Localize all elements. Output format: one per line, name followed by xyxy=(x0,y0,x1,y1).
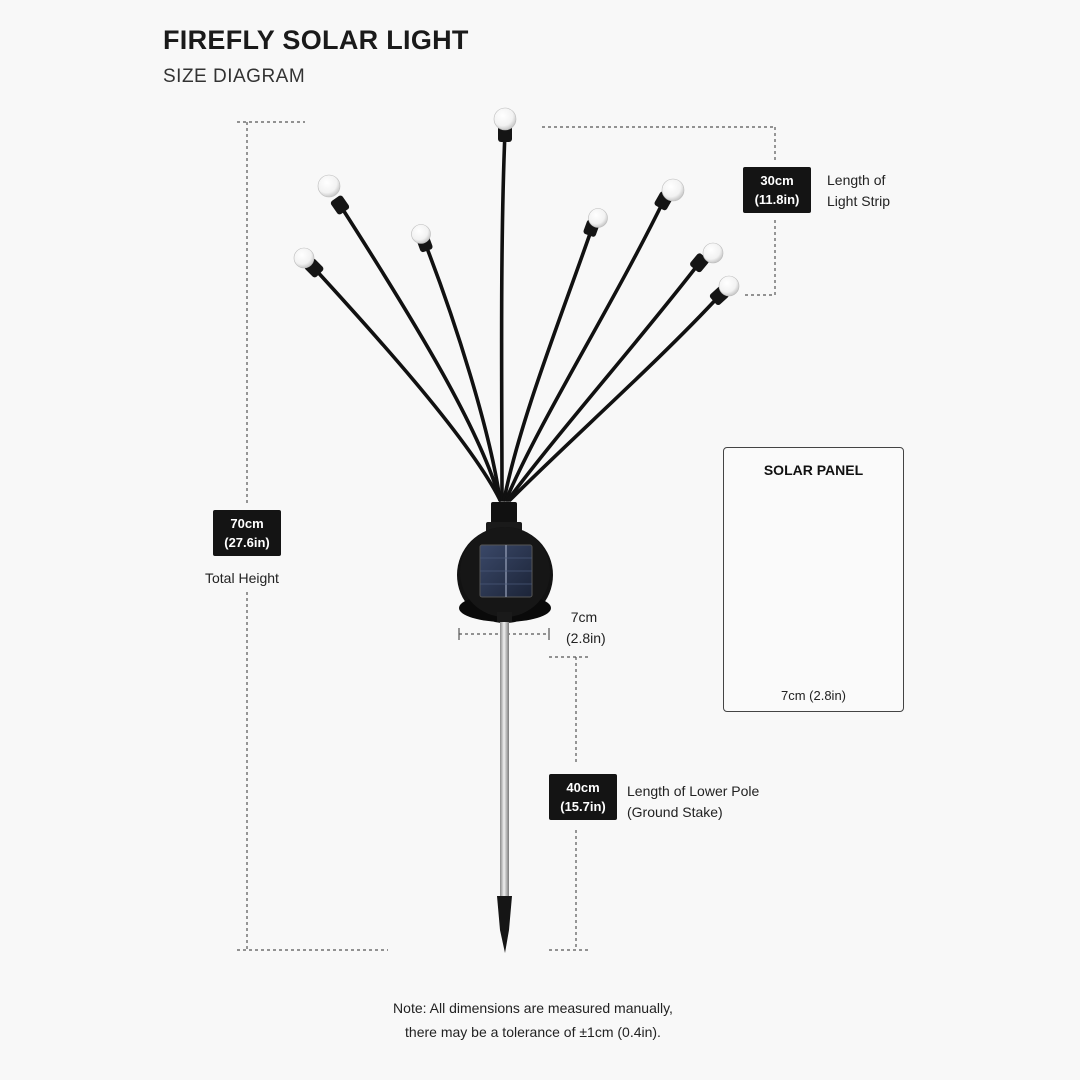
light-strip-label-line2: Light Strip xyxy=(827,193,891,209)
panel-width-label: 7cm (2.8in) xyxy=(566,607,606,649)
bulb-sockets xyxy=(304,126,729,305)
panel-width-in: (2.8in) xyxy=(566,630,606,646)
lower-pole-label: Length of Lower Pole (Ground Stake) xyxy=(627,781,759,823)
lower-pole-cm: 40cm xyxy=(566,780,600,795)
light-strip-label: Length of Light Strip xyxy=(827,170,890,212)
solar-panel-inset: SOLAR PANEL 7cm (2.8in) xyxy=(723,447,904,712)
light-strip-label-line1: Length of xyxy=(827,172,886,188)
lower-pole-label-line2: (Ground Stake) xyxy=(627,804,723,820)
solar-panel-inset-dimension: 7cm (2.8in) xyxy=(780,688,847,703)
total-height-cm: 70cm xyxy=(230,516,264,531)
total-height-badge: 70cm (27.6in) xyxy=(213,510,281,556)
light-strip-cm: 30cm xyxy=(760,173,794,188)
light-strip-dimension-line xyxy=(542,126,776,296)
page-title: FIREFLY SOLAR LIGHT xyxy=(163,25,469,55)
page-subtitle: SIZE DIAGRAM xyxy=(163,66,306,87)
tolerance-note: Note: All dimensions are measured manual… xyxy=(0,996,1066,1044)
firefly-bulbs xyxy=(293,107,740,297)
ground-stake-pole xyxy=(497,612,512,953)
total-height-in: (27.6in) xyxy=(224,535,270,550)
panel-width-cm: 7cm xyxy=(570,609,598,625)
solar-panel-inset-title: SOLAR PANEL xyxy=(763,462,864,478)
tolerance-note-line1: Note: All dimensions are measured manual… xyxy=(393,1000,673,1016)
light-strip-in: (11.8in) xyxy=(754,192,800,207)
light-strip-stems xyxy=(312,130,722,502)
solar-panel-housing xyxy=(457,527,553,623)
light-strip-badge: 30cm (11.8in) xyxy=(743,167,811,213)
lower-pole-label-line1: Length of Lower Pole xyxy=(627,783,760,799)
lower-pole-in: (15.7in) xyxy=(560,799,606,814)
lower-pole-dimension-line xyxy=(549,656,588,951)
total-height-label: Total Height xyxy=(205,570,279,586)
lower-pole-badge: 40cm (15.7in) xyxy=(549,774,617,820)
total-height-dimension-line xyxy=(237,121,388,951)
tolerance-note-line2: there may be a tolerance of ±1cm (0.4in)… xyxy=(405,1024,661,1040)
